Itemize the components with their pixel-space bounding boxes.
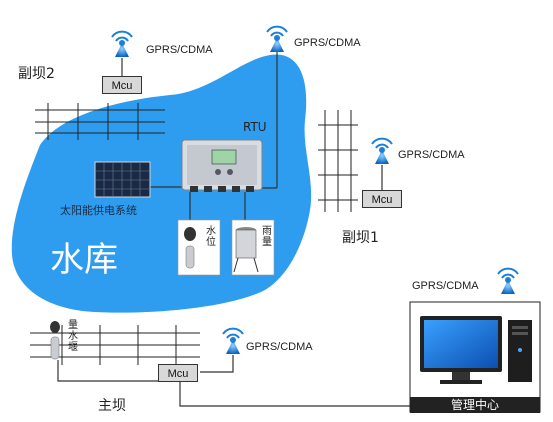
antenna-icon <box>222 327 244 354</box>
gprs-label: GPRS/CDMA <box>412 280 479 292</box>
rtu-device <box>181 139 263 192</box>
seepage-label: 量水堰 <box>68 320 78 353</box>
antenna-icon <box>497 267 519 294</box>
solar-label: 太阳能供电系统 <box>60 204 137 217</box>
rain-gauge <box>231 219 275 276</box>
antenna-icon <box>266 25 288 52</box>
dam-lines-aux2 <box>35 103 165 140</box>
pc-tower <box>508 320 532 382</box>
water-level-label: 水位 <box>206 226 216 248</box>
gprs-label: GPRS/CDMA <box>398 149 465 161</box>
rtu-label: RTU <box>243 120 267 134</box>
antenna-icon <box>371 137 393 164</box>
dam-lines-aux1 <box>318 110 358 212</box>
antenna-icon <box>111 30 133 57</box>
aux-dam-2-label: 副坝2 <box>18 66 55 82</box>
gprs-label: GPRS/CDMA <box>146 44 213 56</box>
gprs-label: GPRS/CDMA <box>294 37 361 49</box>
management-center-label: 管理中心 <box>410 397 540 413</box>
main-dam-label: 主坝 <box>98 398 126 414</box>
water-level-sensor <box>177 219 221 276</box>
seepage-sensor <box>50 321 60 360</box>
rain-gauge-label: 雨量 <box>262 226 272 248</box>
gprs-label: GPRS/CDMA <box>246 341 313 353</box>
mcu-box: Mcu <box>362 190 402 208</box>
mcu-box: Mcu <box>102 76 142 94</box>
mcu-box: Mcu <box>158 364 198 382</box>
reservoir-label: 水库 <box>50 240 118 280</box>
solar-panel <box>94 161 151 198</box>
aux-dam-1-label: 副坝1 <box>342 230 379 246</box>
